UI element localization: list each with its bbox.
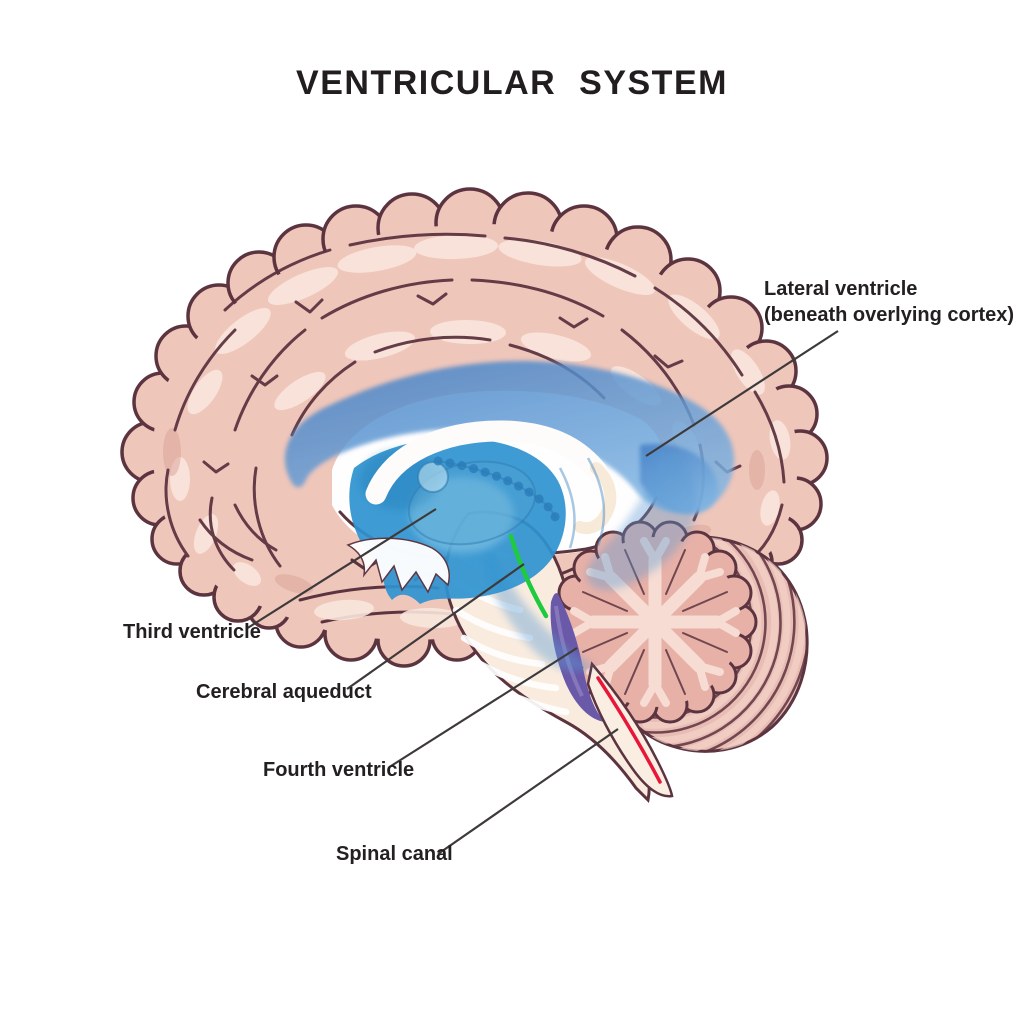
leader-line-spinal-canal (437, 728, 619, 855)
third-ventricle-glow (410, 477, 514, 553)
leader-line-cerebral-aqueduct (346, 563, 525, 690)
label-lateral-ventricle: Lateral ventricle (beneath overlying cor… (764, 278, 1014, 327)
interthalamic-adhesion (417, 461, 449, 493)
posterior-wash (586, 448, 697, 590)
cerebral-aqueduct-line (508, 533, 549, 619)
corpus-callosum (365, 420, 608, 505)
leader-line-lateral-ventricle (645, 330, 839, 457)
label-spinal-canal: Spinal canal (336, 843, 453, 865)
ventricular-system (284, 360, 735, 672)
label-lateral-ventricle-line1: Lateral ventricle (764, 278, 918, 300)
vein-lines (558, 457, 606, 549)
splenium-hook (574, 462, 617, 535)
label-cerebral-aqueduct: Cerebral aqueduct (196, 681, 372, 703)
page-title: VENTRICULAR SYSTEM (296, 64, 728, 102)
label-fourth-ventricle: Fourth ventricle (263, 759, 415, 781)
label-third-ventricle: Third ventricle (123, 621, 261, 643)
leader-line-third-ventricle (245, 508, 437, 630)
lateral-ventricle-shape (284, 360, 735, 514)
spinal-canal-line (596, 676, 662, 784)
leader-line-fourth-ventricle (390, 647, 578, 767)
choroid-plexus-bead-dots (433, 456, 561, 524)
label-lateral-ventricle-line2: (beneath overlying cortex) (764, 304, 1015, 326)
fornix-spikes (346, 537, 450, 594)
leader-lines (245, 330, 839, 855)
cerebellum (552, 520, 809, 753)
